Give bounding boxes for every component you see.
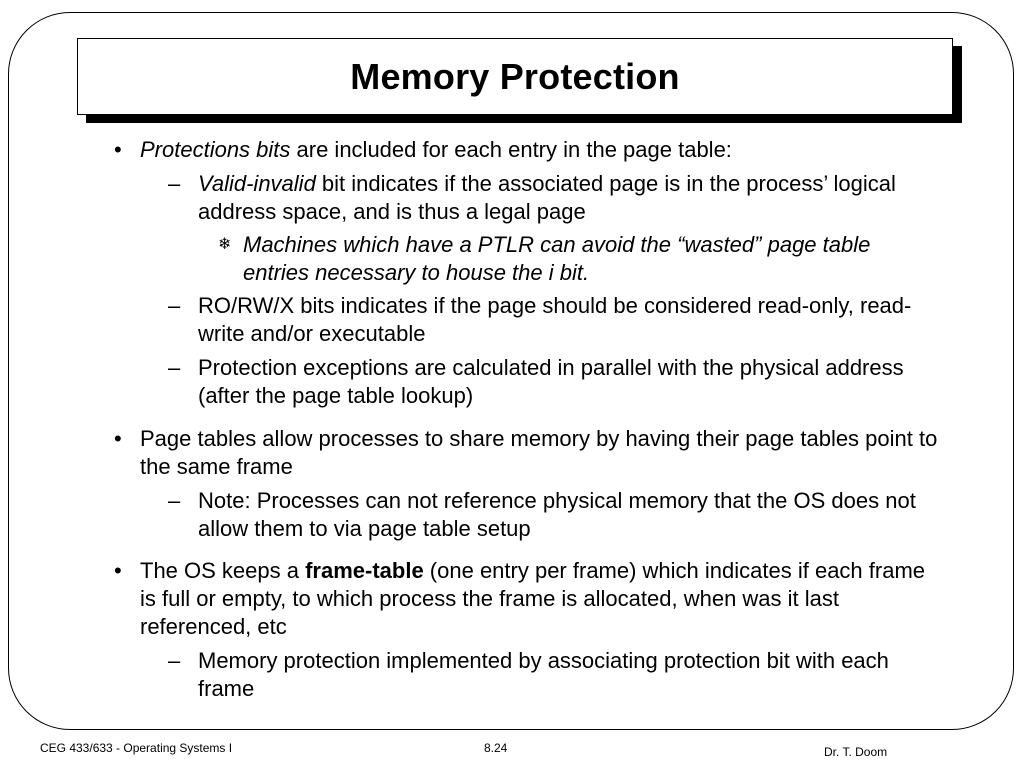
- dash-marker: –: [168, 293, 181, 318]
- bullet-1-sub-1-note-text: Machines which have a PTLR can avoid the…: [243, 232, 871, 285]
- slide-title: Memory Protection: [350, 55, 680, 97]
- snowflake-icon: ❄: [218, 236, 232, 253]
- bullet-3-sub-1: – Memory protection implemented by assoc…: [168, 647, 943, 703]
- footer-author: Dr. T. Doom: [824, 745, 888, 759]
- slide-content: • Protections bits are included for each…: [114, 136, 943, 703]
- bullet-1-sub-3: – Protection exceptions are calculated i…: [168, 354, 943, 410]
- bullet-1-emphasis: Protections bits: [140, 137, 291, 162]
- bullet-1-sub-1: – Valid-invalid bit indicates if the ass…: [168, 170, 943, 226]
- bullet-marker: •: [114, 558, 122, 583]
- bullet-marker: •: [114, 137, 122, 162]
- bullet-2-text: Page tables allow processes to share mem…: [140, 426, 938, 479]
- dash-marker: –: [168, 488, 181, 513]
- bullet-3-bold: frame-table: [305, 558, 424, 583]
- bullet-1-sub-2-text: RO/RW/X bits indicates if the page shoul…: [198, 293, 912, 346]
- bullet-2: • Page tables allow processes to share m…: [114, 425, 940, 481]
- footer-course: CEG 433/633 - Operating Systems I: [40, 741, 233, 755]
- slide-frame: [8, 12, 1014, 730]
- bullet-2-sub-1: – Note: Processes can not reference phys…: [168, 487, 943, 543]
- bullet-3-text-end: (one entry per frame) which indicates if…: [140, 558, 926, 639]
- bullet-1-text: are included for each entry in the page …: [290, 137, 732, 162]
- bullet-1-sub-3-text: Protection exceptions are calculated in …: [198, 355, 904, 408]
- bullet-1: • Protections bits are included for each…: [114, 136, 940, 164]
- bullet-2-sub-1-text: Note: Processes can not reference physic…: [198, 488, 916, 541]
- bullet-1-sub-2: – RO/RW/X bits indicates if the page sho…: [168, 292, 943, 348]
- bullet-1-sub-1-emphasis: Valid-invalid: [198, 171, 316, 196]
- bullet-1-sub-1-note: ❄ Machines which have a PTLR can avoid t…: [218, 231, 933, 287]
- dash-marker: –: [168, 355, 181, 380]
- bullet-1-sub-1-text: bit indicates if the associated page is …: [198, 171, 896, 224]
- dash-marker: –: [168, 171, 181, 196]
- bullet-marker: •: [114, 426, 122, 451]
- bullet-3-text-start: The OS keeps a: [140, 558, 306, 583]
- footer-page-number: 8.24: [484, 741, 508, 755]
- dash-marker: –: [168, 648, 181, 673]
- bullet-3: • The OS keeps a frame-table (one entry …: [114, 557, 940, 641]
- title-box: Memory Protection: [77, 38, 953, 115]
- bullet-3-sub-1-text: Memory protection implemented by associa…: [198, 648, 889, 701]
